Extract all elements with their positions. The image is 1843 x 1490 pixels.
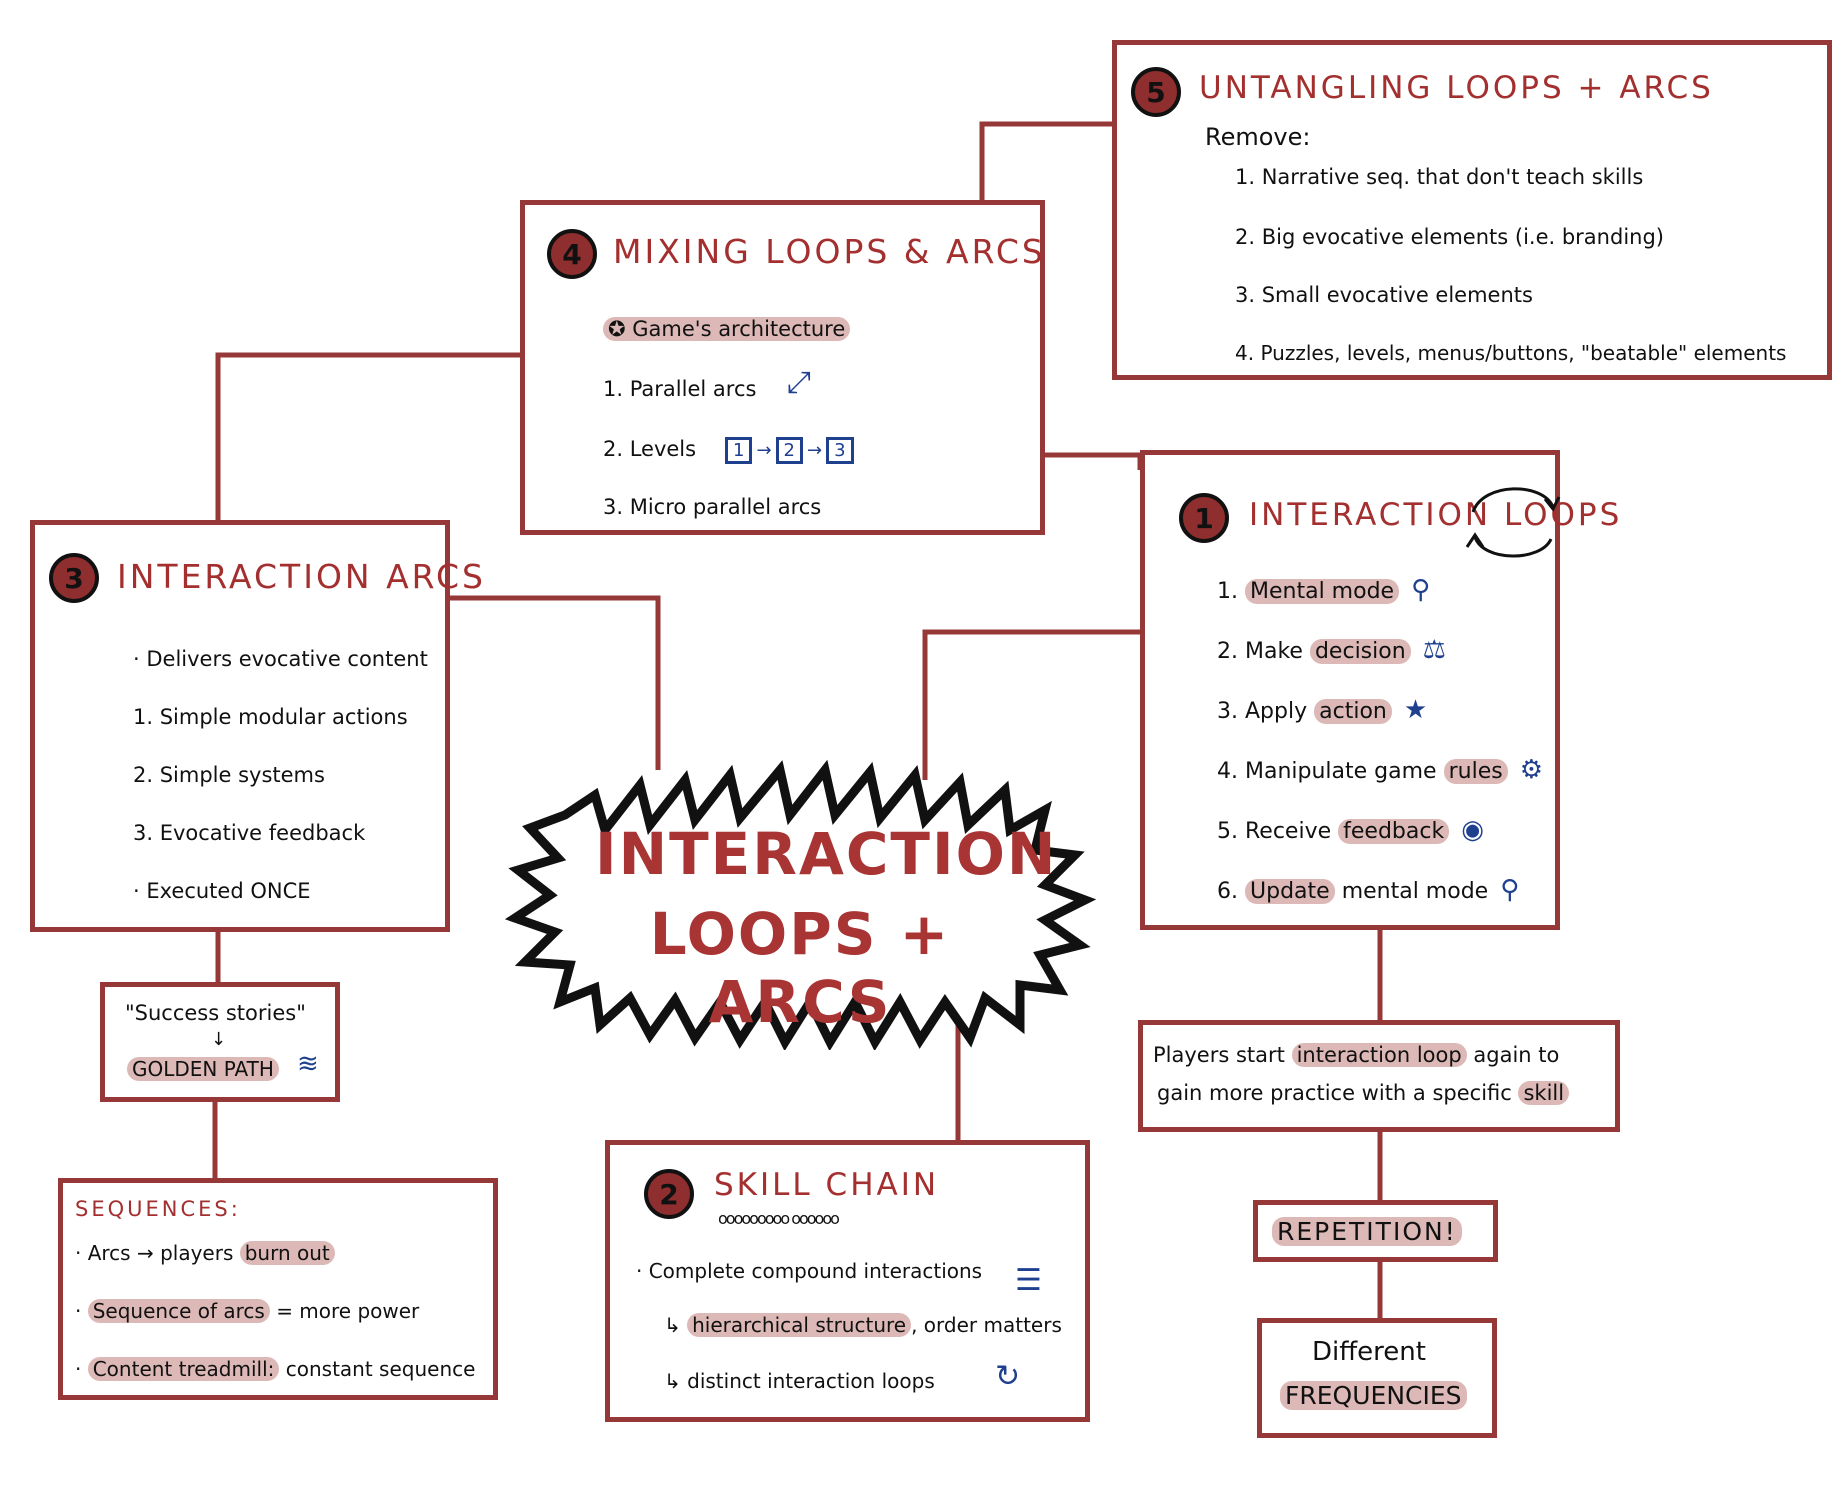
loop-arrows-icon (1465, 487, 1561, 558)
frequencies-line1: Different (1312, 1337, 1426, 1367)
level-box: 3 (826, 437, 854, 464)
loop-step: 1. Mental mode⚲ (1217, 575, 1431, 605)
sequences-box: SEQUENCES: · Arcs → players burn out · S… (58, 1178, 498, 1400)
pyramid-icon: ☰ (1015, 1263, 1042, 1298)
box-title: UNTANGLING LOOPS + ARCS (1199, 70, 1714, 106)
loop-step: 4. Manipulate game rules⚙ (1217, 755, 1544, 785)
mixing-box: 4 MIXING LOOPS & ARCS ✪ Game's architect… (520, 200, 1045, 535)
list-item: 3. Small evocative elements (1235, 283, 1533, 307)
frequencies-box: Different FREQUENCIES (1257, 1318, 1497, 1438)
central-title-line2: LOOPS + ARCS (649, 900, 951, 1036)
level-box: 2 (775, 437, 803, 464)
players-line1: Players start interaction loop again to (1153, 1043, 1560, 1067)
central-title-line1: INTERACTION (595, 820, 1058, 888)
sequences-title: SEQUENCES: (75, 1197, 241, 1221)
number-badge: 2 (644, 1169, 694, 1219)
list-item: 1. Simple modular actions (133, 705, 408, 729)
players-box: Players start interaction loop again to … (1138, 1020, 1620, 1132)
box-title: MIXING LOOPS & ARCS (613, 232, 1046, 271)
list-item: 3. Evocative feedback (133, 821, 366, 845)
burst-shape (504, 759, 1097, 1050)
number-badge: 1 (1179, 493, 1229, 543)
down-arrow: ↓ (211, 1029, 227, 1050)
level-box: 1 (725, 437, 753, 464)
golden-path-box: "Success stories" ↓ GOLDEN PATH ≋ (100, 982, 340, 1102)
sequence-line: · Arcs → players burn out (75, 1241, 335, 1265)
list-item: 2. Simple systems (133, 763, 325, 787)
refresh-icon: ↻ (995, 1359, 1021, 1394)
central-topic: INTERACTION LOOPS + ARCS (500, 740, 1100, 1050)
scales-icon: ⚖ (1422, 635, 1446, 665)
number-badge: 5 (1131, 67, 1181, 117)
update-head-icon: ⚲ (1500, 875, 1520, 905)
repetition-box: REPETITION! (1253, 1200, 1498, 1262)
architecture-text: ✪ Game's architecture (603, 317, 851, 341)
list-item: 1. Narrative seq. that don't teach skill… (1235, 165, 1644, 189)
star-icon: ★ (1403, 695, 1428, 725)
untangling-box: 5 UNTANGLING LOOPS + ARCS Remove: 1. Nar… (1112, 40, 1832, 380)
list-item: 3. Micro parallel arcs (603, 495, 822, 519)
list-item: 4. Puzzles, levels, menus/buttons, "beat… (1235, 341, 1787, 365)
remove-label: Remove: (1205, 123, 1311, 151)
skill-sub-item: ↳ distinct interaction loops (664, 1369, 935, 1393)
number-badge: 3 (49, 553, 99, 603)
repetition-text: REPETITION! (1272, 1217, 1462, 1246)
eye-icon: ◉ (1461, 815, 1484, 845)
box-title: SKILL CHAIN (714, 1167, 940, 1203)
golden-path-text: GOLDEN PATH (127, 1057, 279, 1081)
players-line2: gain more practice with a specific skill (1157, 1081, 1570, 1105)
parallel-arrows-icon: ⤢ (787, 365, 811, 400)
loop-step: 5. Receive feedback◉ (1217, 815, 1484, 845)
loop-step: 6. Update mental mode⚲ (1217, 875, 1520, 905)
number-badge: 4 (547, 229, 597, 279)
box-title: INTERACTION LOOPS (1249, 497, 1623, 533)
list-item: · Delivers evocative content (133, 647, 428, 671)
list-item: · Executed ONCE (133, 879, 311, 903)
interaction-arcs-box: 3 INTERACTION ARCS · Delivers evocative … (30, 520, 483, 932)
skill-sub-item: ↳ hierarchical structure, order matters (664, 1313, 1062, 1337)
chain-icon: ooooooooo oooooo (718, 1209, 840, 1228)
skill-intro: · Complete compound interactions (636, 1259, 983, 1283)
levels-icon: 1→ 2→ 3 (725, 437, 854, 464)
lightbulb-head-icon: ⚲ (1411, 575, 1431, 605)
loop-step: 3. Apply action★ (1217, 695, 1428, 725)
architecture-item: ✪ Game's architecture (603, 317, 851, 341)
gear-icon: ⚙ (1519, 755, 1544, 785)
frequencies-line2: FREQUENCIES (1280, 1381, 1467, 1410)
loop-step: 2. Make decision⚖ (1217, 635, 1446, 665)
wavy-lines-icon: ≋ (297, 1049, 319, 1079)
sequence-line: · Content treadmill: constant sequence (75, 1357, 476, 1381)
box-title: INTERACTION ARCS (117, 557, 486, 596)
list-item: 2. Big evocative elements (i.e. branding… (1235, 225, 1664, 249)
list-item: 2. Levels (603, 437, 697, 461)
sequence-line: · Sequence of arcs = more power (75, 1299, 420, 1323)
list-item: 1. Parallel arcs (603, 377, 757, 401)
skill-chain-box: 2 SKILL CHAIN ooooooooo oooooo · Complet… (605, 1140, 1090, 1422)
star-icon: ✪ (608, 317, 633, 341)
interaction-loops-box: 1 INTERACTION LOOPS 1. Mental mode⚲2. Ma… (1140, 450, 1619, 930)
success-stories-text: "Success stories" (125, 1001, 306, 1025)
